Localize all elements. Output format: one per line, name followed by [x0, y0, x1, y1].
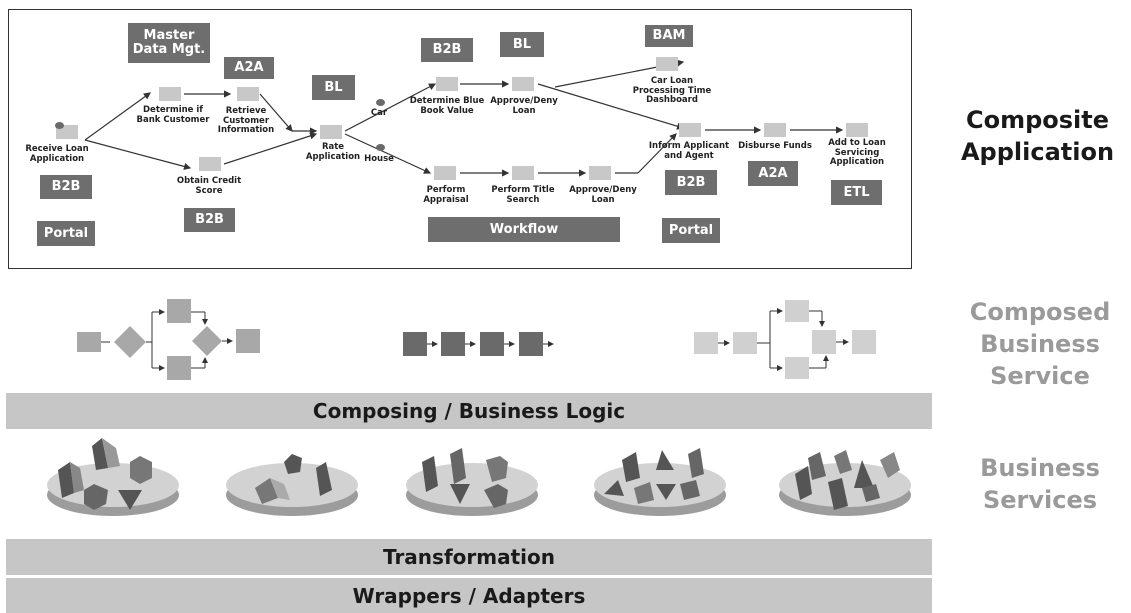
label-receive: Receive Loan Application: [25, 144, 89, 164]
tag-a2a-top: A2A: [224, 57, 274, 79]
band-wrappers: Wrappers / Adapters: [6, 578, 932, 613]
node-disburse: [764, 123, 786, 137]
mini-node: [519, 332, 543, 356]
node-appraisal: [434, 166, 456, 180]
node-approve-bottom: [589, 166, 611, 180]
label-approve-bottom: Approve/Deny Loan: [569, 185, 637, 205]
mini-node: [733, 332, 757, 354]
label-approve-top: Approve/Deny Loan: [490, 96, 558, 116]
label-determine-bank: Determine if Bank Customer: [136, 105, 210, 125]
side-label-services: Business Services: [980, 454, 1100, 514]
mini-node: [403, 332, 427, 356]
node-credit: [199, 157, 221, 171]
house-dot: [376, 144, 385, 151]
flow-arrow: [537, 83, 685, 130]
band-transformation: Transformation: [6, 539, 932, 575]
label-servicing: Add to Loan Servicing Application: [828, 138, 886, 167]
tag-etl: ETL: [831, 180, 882, 205]
label-appraisal: Perform Appraisal: [423, 185, 469, 205]
composed-service-left: [77, 299, 260, 380]
label-title-search: Perform Title Search: [491, 185, 555, 205]
mini-node: [480, 332, 504, 356]
band-composing: Composing / Business Logic: [6, 393, 932, 429]
node-dashboard: [656, 57, 678, 71]
tag-b2b-left: B2B: [40, 175, 92, 199]
service-disc-3: [406, 448, 538, 516]
side-label-composite: Composite Application: [960, 106, 1115, 166]
tag-a2a-right: A2A: [748, 161, 798, 186]
mini-node: [167, 299, 191, 323]
flow-arrow: [637, 133, 677, 174]
service-disc-4: [594, 448, 726, 516]
mini-node: [694, 332, 718, 354]
label-inform: Inform Applicant and Agent: [648, 141, 730, 161]
mini-node: [236, 329, 260, 353]
tag-b2b-credit: B2B: [184, 208, 235, 232]
mini-decision: [192, 326, 222, 356]
start-dot: [55, 122, 64, 129]
mini-decision: [114, 326, 146, 358]
flow-arrow: [344, 83, 437, 132]
tag-portal-right: Portal: [662, 218, 720, 243]
flow-arrow: [84, 139, 192, 170]
mini-node: [812, 330, 836, 354]
label-house: House: [364, 154, 394, 164]
label-car: Car: [370, 108, 388, 118]
flow-arrow: [344, 133, 432, 174]
flow-arrow: [84, 92, 151, 141]
flow-arrow: [223, 132, 318, 165]
mini-node: [441, 332, 465, 356]
mini-node: [785, 357, 809, 379]
tag-bl-mid: BL: [312, 75, 355, 100]
tag-portal-left: Portal: [37, 221, 95, 246]
label-credit: Obtain Credit Score: [176, 176, 242, 196]
mini-node: [785, 300, 809, 322]
node-title-search: [512, 166, 534, 180]
label-rate: Rate Application: [305, 142, 361, 162]
tag-bam: BAM: [645, 25, 693, 47]
service-disc-2: [226, 454, 358, 516]
composed-service-right: [694, 300, 876, 379]
flow-arrow: [259, 93, 293, 132]
node-inform: [679, 123, 701, 137]
label-disburse: Disburse Funds: [738, 141, 812, 151]
composed-service-middle: [403, 332, 554, 356]
mini-node: [77, 332, 101, 352]
composite-application-frame: [8, 9, 912, 269]
side-label-composed: Composed Business Service: [969, 298, 1111, 390]
tag-bl-top: BL: [500, 32, 544, 57]
tag-master-data: Master Data Mgt.: [128, 23, 210, 63]
service-disc-5: [779, 450, 911, 516]
service-disc-1: [47, 438, 179, 516]
tag-b2b-right: B2B: [665, 170, 717, 195]
label-blue-book: Determine Blue Book Value: [409, 96, 485, 116]
mini-node: [167, 356, 191, 380]
label-retrieve: Retrieve Customer Information: [217, 106, 275, 135]
tag-workflow: Workflow: [428, 217, 620, 242]
label-dashboard: Car Loan Processing Time Dashboard: [632, 76, 712, 105]
node-retrieve: [237, 87, 259, 101]
node-servicing: [846, 123, 868, 137]
node-approve-top: [512, 77, 534, 91]
node-blue-book: [436, 77, 458, 91]
car-dot: [376, 99, 385, 106]
tag-b2b-top: B2B: [421, 38, 473, 62]
node-rate: [320, 125, 342, 139]
node-determine-bank: [159, 87, 181, 101]
mini-node: [852, 330, 876, 354]
